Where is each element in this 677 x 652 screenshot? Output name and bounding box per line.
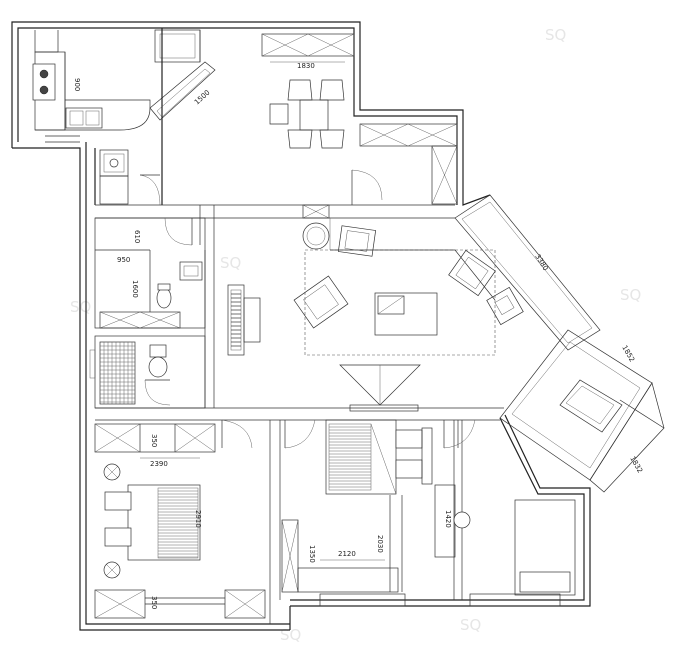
living-room: [227, 218, 524, 412]
toilet: [156, 287, 172, 309]
watermark: SQ: [620, 286, 641, 304]
watermark: SQ: [460, 616, 481, 634]
living-rug: [304, 249, 496, 356]
bath-width-label: 610: [133, 230, 141, 243]
desk-chair: [453, 511, 471, 529]
closet-depth-bottom-label: 350: [150, 596, 158, 609]
closet-length-label: 1350: [308, 545, 316, 563]
interior-walls: [94, 28, 504, 624]
armchair: [337, 225, 377, 257]
watermark: SQ: [220, 254, 241, 272]
bath-depth-label: 950: [117, 256, 130, 264]
armchair: [448, 249, 496, 297]
pillow: [395, 459, 423, 479]
double-bed: [127, 484, 201, 561]
side-cabinet: [486, 286, 524, 326]
angled-balcony: 3380 1852 1832: [454, 194, 665, 493]
dining-cabinet: [261, 33, 355, 57]
closet-depth-top-label: 350: [150, 434, 158, 447]
armchair: [293, 275, 349, 329]
watermark: SQ: [70, 298, 91, 316]
piano-keys: [230, 289, 242, 351]
shower-tray: [99, 341, 136, 405]
bedroom-1: 350 2390 2910 350: [94, 419, 266, 619]
balcony-length-label: 3380: [533, 253, 549, 272]
dining-chairs: [269, 79, 345, 149]
round-side-table: [302, 222, 330, 250]
kitchen: 900 1500: [32, 29, 216, 143]
single-bed: [514, 499, 576, 596]
bedroom-2: 1350 2120 2030: [281, 419, 476, 607]
piano-bench: [243, 297, 261, 343]
burner-icon: [39, 85, 49, 95]
bed2-length-label: 2030: [376, 535, 384, 553]
dining-table: [299, 99, 329, 131]
gas-stove: [32, 63, 56, 101]
bedroom1-width-label: 2390: [150, 460, 168, 468]
dining-area: 1830: [261, 33, 458, 205]
bath-length-label: 1600: [131, 280, 139, 298]
burner-icon: [39, 69, 49, 79]
utility-closet: [99, 149, 161, 206]
bedroom-3: 1420: [434, 420, 576, 607]
washbasin: [179, 261, 203, 281]
desk-length-label: 1420: [444, 510, 452, 528]
pillow: [104, 527, 132, 547]
double-bed: [325, 419, 397, 495]
kitchen-sink: [65, 107, 103, 129]
nightstand-lamp: [103, 463, 121, 481]
coffee-table: [374, 292, 438, 336]
watermark: SQ: [545, 26, 566, 44]
diagonal-counter-label: 1500: [193, 89, 212, 107]
piano: [227, 284, 245, 356]
kitchen-width-label: 900: [73, 78, 81, 91]
corner-depth-label: 1832: [628, 455, 644, 474]
corner-width-label: 1852: [620, 344, 636, 363]
watermark: SQ: [280, 626, 301, 644]
bed1-length-label: 2910: [194, 510, 202, 528]
pillow: [395, 429, 423, 449]
bathroom-1: 610 950 1600: [94, 217, 206, 329]
dining-cabinet-width-label: 1830: [297, 62, 315, 70]
bedroom2-width-label: 2120: [338, 550, 356, 558]
toilet: [148, 356, 168, 378]
pillow: [104, 491, 132, 511]
bathroom-2: [89, 335, 206, 409]
nightstand-lamp: [103, 561, 121, 579]
